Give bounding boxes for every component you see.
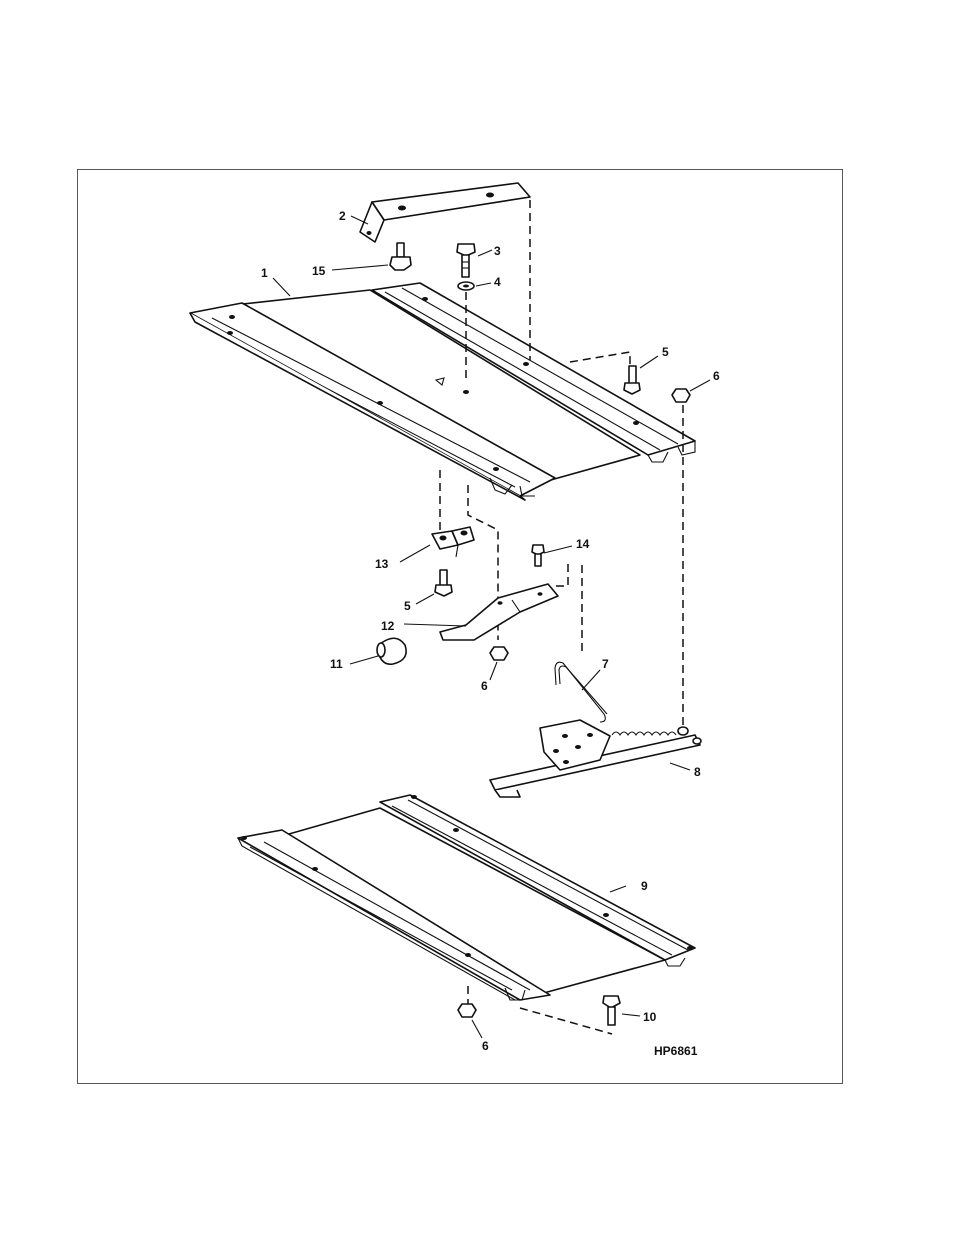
callout-10: 10 <box>643 1010 657 1024</box>
callout-9: 9 <box>641 879 648 893</box>
part-15-bolt <box>390 243 411 270</box>
callout-5-lower: 5 <box>404 599 411 613</box>
callout-11: 11 <box>330 657 343 671</box>
part-11-knob <box>377 638 406 664</box>
callout-14: 14 <box>576 537 590 551</box>
callout-6-middle: 6 <box>481 679 488 693</box>
callout-8: 8 <box>694 765 701 779</box>
part-10-bolt <box>603 996 620 1025</box>
part-2-bracket <box>360 183 530 242</box>
part-6-nut-upper <box>672 389 690 402</box>
callout-12: 12 <box>381 619 395 633</box>
callout-6-lower: 6 <box>482 1039 489 1053</box>
callout-4: 4 <box>494 275 501 289</box>
callout-6-upper: 6 <box>713 369 720 383</box>
callout-15: 15 <box>312 264 326 278</box>
part-9-lower-rail <box>238 795 695 1000</box>
part-4-washer <box>458 282 474 290</box>
callout-3: 3 <box>494 244 501 258</box>
callout-5-upper: 5 <box>662 345 669 359</box>
callout-2: 2 <box>339 209 346 223</box>
part-6-nut-lower <box>458 1004 476 1017</box>
part-14-bolt <box>532 545 544 566</box>
part-6-nut-middle <box>490 647 508 660</box>
figure-code: HP6861 <box>654 1044 698 1058</box>
part-8-latch-rail <box>490 720 701 797</box>
part-5-bolt-upper <box>624 366 640 394</box>
part-13-bracket <box>432 527 474 557</box>
callout-1: 1 <box>261 266 268 280</box>
callout-13: 13 <box>375 557 389 571</box>
part-12-lever <box>440 584 558 640</box>
part-3-bolt <box>457 244 475 277</box>
part-1-upper-rail <box>190 283 695 500</box>
callout-7: 7 <box>602 657 609 671</box>
part-5-bolt-lower <box>435 570 452 596</box>
